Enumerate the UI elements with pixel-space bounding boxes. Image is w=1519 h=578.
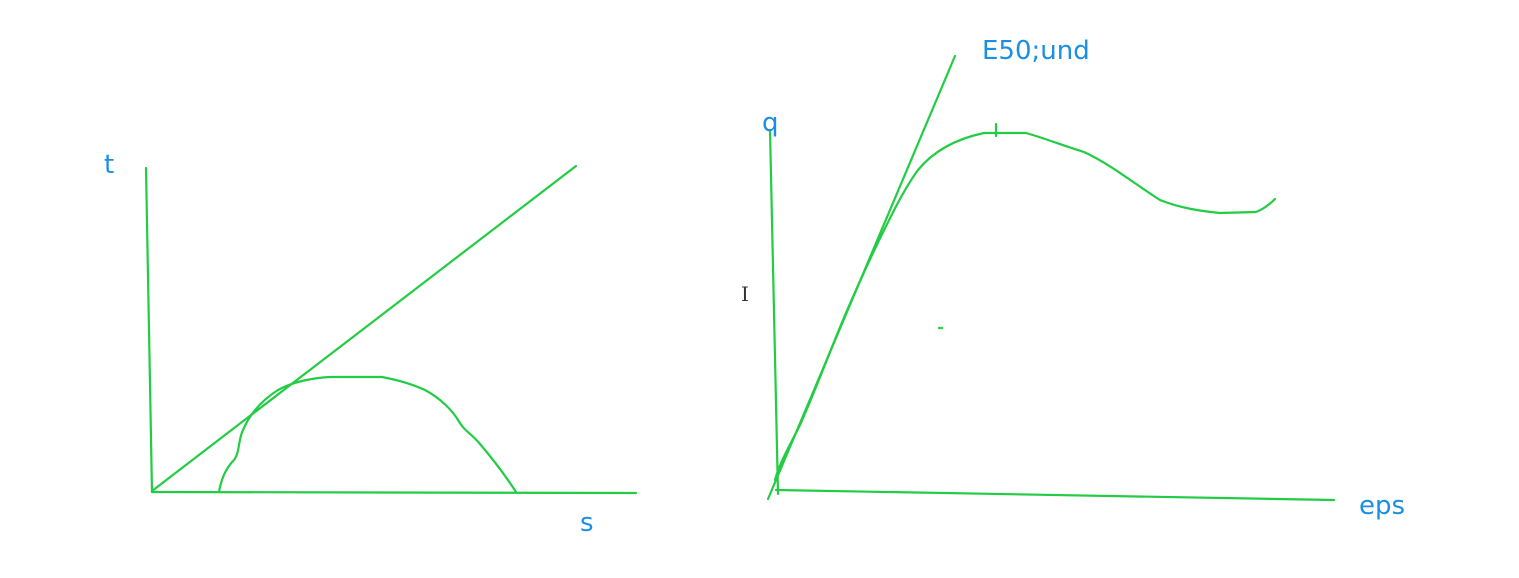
right-x-axis <box>774 488 1336 502</box>
right-x-axis-label: eps <box>1359 491 1406 521</box>
left-mohr-circle <box>217 375 518 494</box>
right-y-axis-label: q <box>762 108 779 138</box>
text-cursor-icon: I <box>741 282 749 306</box>
left-x-axis-label: s <box>580 508 594 538</box>
right-y-axis <box>768 128 780 496</box>
left-envelope-line <box>150 164 578 493</box>
left-y-axis-label: t <box>104 150 115 180</box>
right-stress-strain-curve <box>773 131 1277 482</box>
right-tangent-label: E50;und <box>982 36 1090 66</box>
left-x-axis <box>150 490 638 495</box>
left-y-axis <box>144 166 154 494</box>
